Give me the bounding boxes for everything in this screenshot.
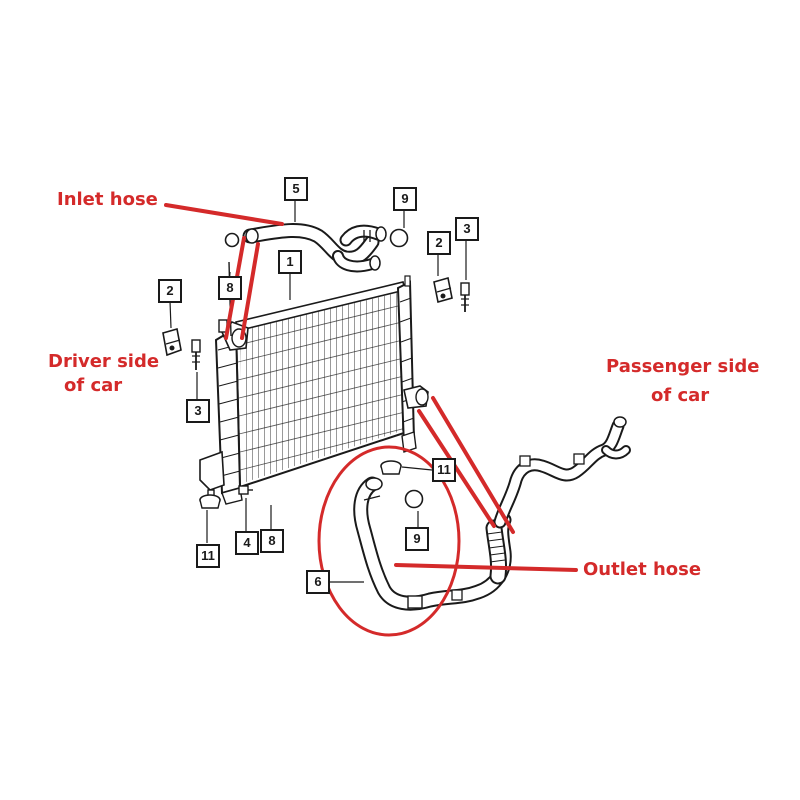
isolator-bottom-drawing — [199, 494, 221, 509]
drain-plug-drawing — [238, 485, 253, 495]
callout-clip-left: 3 — [186, 399, 210, 423]
callout-clamp-left: 8 — [218, 276, 242, 300]
callout-isolator-bottom: 11 — [196, 544, 220, 568]
inlet-pointer-line — [164, 203, 284, 226]
callout-o-ring-mid: 9 — [405, 527, 429, 551]
inlet-o-ring — [224, 232, 240, 248]
mid-o-ring — [404, 489, 424, 509]
callout-inlet-hose: 5 — [284, 177, 308, 201]
callout-isolator-mid: 11 — [432, 458, 456, 482]
outlet-pointer-line — [394, 563, 578, 572]
annotation-passenger-side-line2: of car — [651, 385, 710, 406]
radiator-right-tank — [396, 275, 429, 453]
passenger-hose-drawing — [493, 416, 631, 529]
annotation-driver-side-line1: Driver side — [48, 351, 160, 372]
passenger-pointer-line-2 — [417, 409, 496, 528]
annotation-driver-side-line2: of car — [64, 375, 123, 396]
outlet-hose-circle — [317, 445, 461, 637]
top-o-ring — [389, 228, 409, 248]
clip-right-drawing — [460, 282, 470, 312]
callout-bracket-right: 2 — [427, 231, 451, 255]
callout-bracket-left: 2 — [158, 279, 182, 303]
annotation-outlet-hose: Outlet hose — [583, 559, 702, 580]
callout-clamp-bottom: 8 — [260, 529, 284, 553]
annotation-inlet-hose: Inlet hose — [57, 189, 158, 210]
callout-o-ring-top: 9 — [393, 187, 417, 211]
leader-lines — [169, 199, 467, 583]
inlet-pointer-line-3 — [240, 242, 260, 340]
radiator-core — [234, 281, 409, 489]
callout-drain: 4 — [235, 531, 259, 555]
bracket-left-drawing — [162, 327, 182, 357]
isolator-mid-drawing — [380, 460, 402, 475]
clip-left-drawing — [191, 339, 201, 370]
callout-clip-right: 3 — [455, 217, 479, 241]
passenger-pointer-line — [431, 396, 515, 534]
inlet-hose-drawing — [242, 223, 387, 273]
annotation-passenger-side-line1: Passenger side — [606, 356, 760, 377]
bracket-right-drawing — [433, 276, 453, 304]
callout-outlet-hose: 6 — [306, 570, 330, 594]
outlet-hose-drawing — [353, 476, 512, 611]
callout-radiator: 1 — [278, 250, 302, 274]
